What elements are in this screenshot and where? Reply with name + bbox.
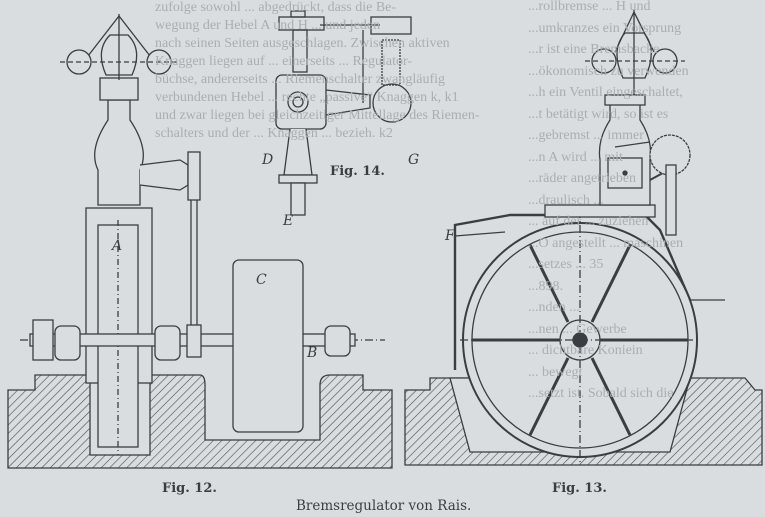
fig12-bearing-left — [54, 325, 81, 361]
fig12-governor-housing — [94, 99, 144, 206]
fig12-governor-base — [99, 77, 139, 101]
bleed-line: ...draulisch ... — [528, 192, 604, 208]
bleed-line: ... bewegt — [528, 364, 583, 380]
bleed-line: ...umkranzes ein Vorsprung — [528, 20, 682, 36]
bleed-line: ...nen ... Gewerbe — [528, 321, 627, 337]
bleed-line: ...räder angetrieben — [528, 171, 637, 186]
fig14-caption: Fig. 14. — [330, 164, 385, 179]
bleed-line: ...ökonomisch zu verwenden — [528, 63, 689, 79]
bleed-through-text-right: ...rollbremse ... H und ...umkranzes ein… — [528, 0, 765, 405]
fig14-drawing — [275, 10, 412, 216]
fig14-label-e: E — [283, 213, 294, 229]
bleed-line: nach seinen Seiten ausgeschlagen. Zwisch… — [155, 36, 450, 51]
fig12-brake-drum-c — [232, 259, 304, 433]
bleed-line: verbundenen Hebel ... rechte „passive“ K… — [155, 90, 459, 105]
bleed-line: ... dichtbare Koniein — [528, 343, 643, 358]
fig12-label-b: B — [307, 345, 318, 361]
bleed-line: ...O angestellt ... maschinen — [528, 235, 684, 251]
bleed-line: ...setzes ... 35 — [528, 257, 604, 272]
bleed-line: und zwar liegen bei gleichzeitiger Mitte… — [155, 108, 480, 123]
fig12-label-a: A — [112, 238, 123, 254]
fig14-label-g: G — [408, 152, 420, 168]
fig12-caption: Fig. 12. — [162, 481, 217, 496]
bleed-line: wegung der Hebel A und H ... und jeden — [155, 18, 381, 33]
fig12-end-weight — [32, 319, 54, 361]
fig12-bearing-mid — [154, 325, 181, 361]
fig13-spring — [665, 164, 677, 236]
fig12-belt-hub — [186, 324, 202, 358]
bleed-line: Knaggen liegen auf ... einerseits ... Re… — [155, 54, 413, 69]
bleed-line: ...gebremst ... immer — [528, 128, 644, 143]
bleed-line: ...nden ... — [528, 300, 580, 315]
bleed-line: ...898. — [528, 278, 563, 294]
fig13-drawing — [404, 10, 763, 466]
bleed-line: ...n A wird ... mit — [528, 149, 623, 165]
fig12-belt-pulley — [187, 151, 201, 201]
fig12-bearing-right — [324, 325, 351, 357]
fig14-brake-bulb — [372, 83, 412, 123]
fig13-label-f: F — [445, 228, 455, 244]
bleed-line: büchse, andererseits ... Riemenschalter … — [155, 72, 446, 87]
fig13-caption: Fig. 13. — [552, 481, 607, 496]
fig12-drawing — [7, 14, 393, 469]
bleed-line: ...setzt ist. Sobald sich die — [528, 386, 674, 401]
bleed-line: ... auf der ... zuziehen — [528, 214, 649, 229]
bleed-through-text-left: zufolge sowohl ... abgedrückt, dass die … — [155, 0, 525, 143]
bleed-line: ...rollbremse ... H und — [528, 0, 651, 14]
fig12-foundation — [7, 374, 393, 469]
fig14-label-d: D — [262, 152, 274, 168]
fig14-spring-tube — [381, 39, 401, 86]
fig12-label-c: C — [256, 272, 267, 288]
bleed-line: zufolge sowohl ... abgedrückt, dass die … — [155, 0, 397, 15]
bleed-line: schalters und der ... Knaggen ... bezieh… — [155, 126, 393, 141]
fig12-bevel-drive — [139, 159, 189, 191]
figure-title: Bremsregulator von Rais. — [296, 498, 472, 514]
bleed-line: ...h ein Ventil eingeschaltet, — [528, 85, 683, 100]
bleed-line: ...t betätigt wird, so ist es — [528, 106, 669, 122]
bleed-line: ...r ist eine Bremsbacke — [528, 42, 660, 57]
fig13-ratchet-wheel — [649, 134, 691, 176]
